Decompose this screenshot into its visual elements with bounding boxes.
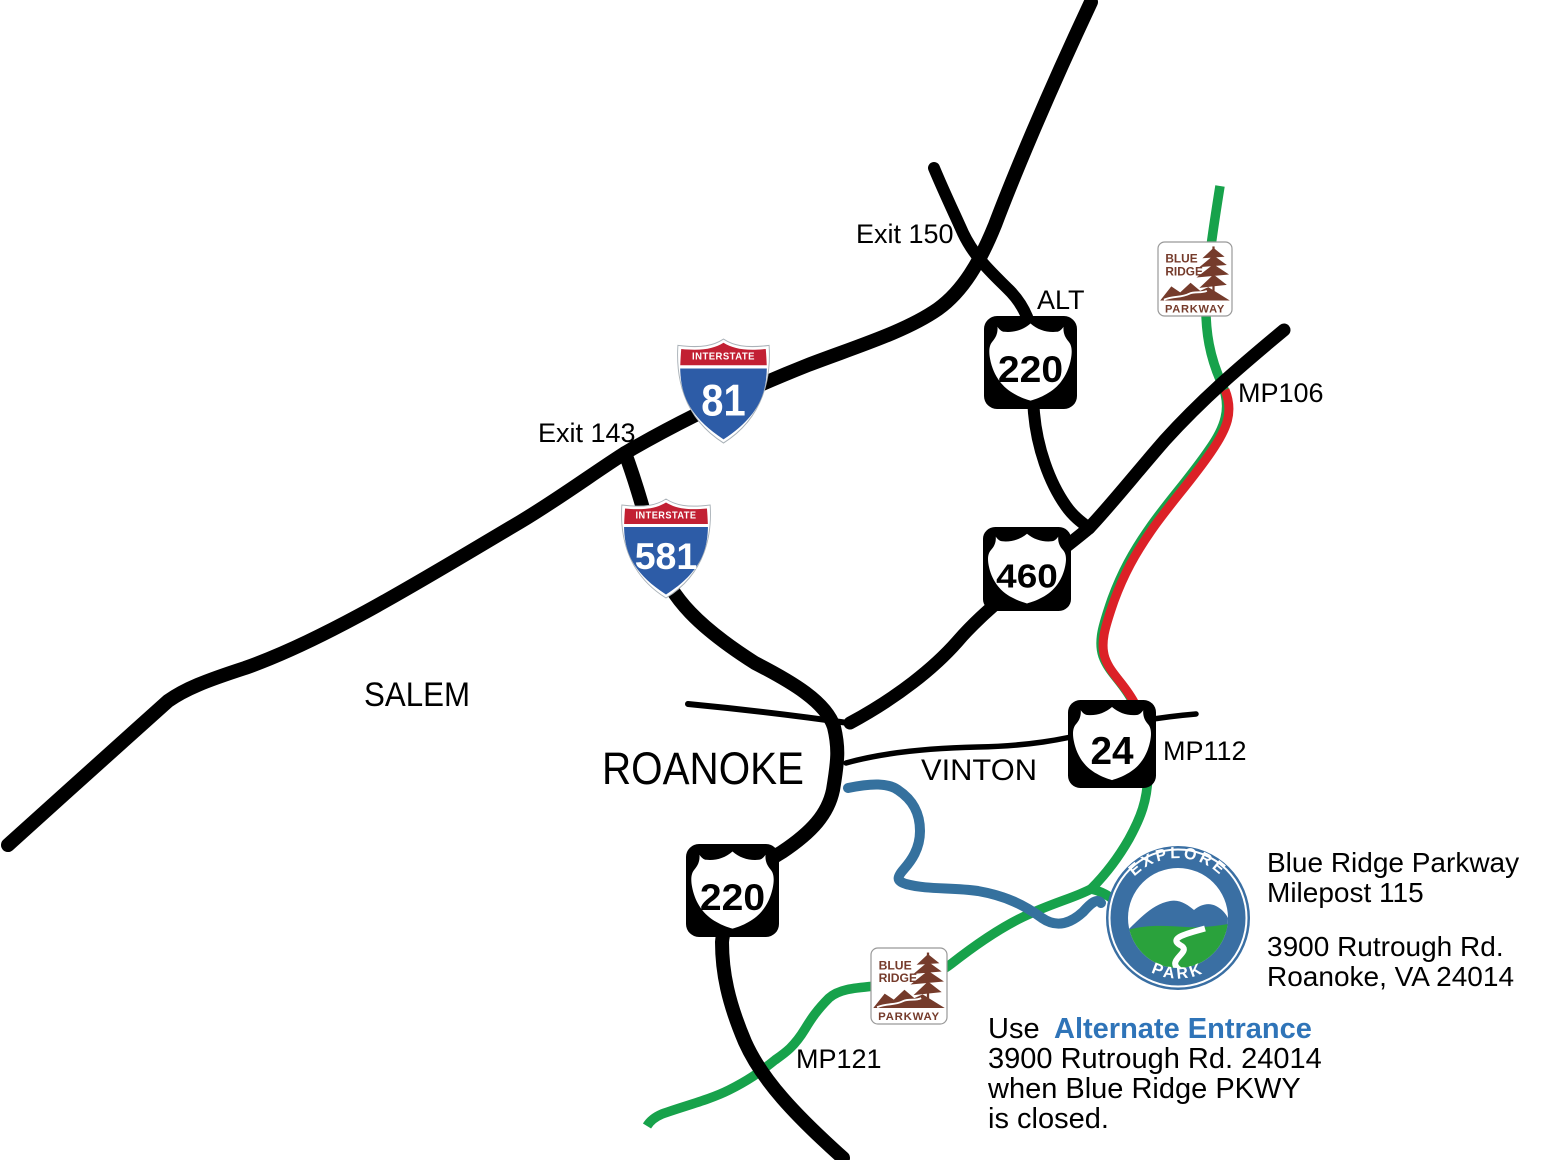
label-mp121: MP121 <box>796 1044 882 1074</box>
blue-ridge-parkway-logo-north: BLUE RIDGE PARKWAY <box>1157 241 1233 317</box>
note-line3: when Blue Ridge PKWY <box>987 1073 1301 1105</box>
i81-shield-red-band <box>680 342 767 366</box>
brp-word-ridge: RIDGE <box>879 971 918 985</box>
us220-shield-crest <box>691 851 774 929</box>
i581-banner-label: INTERSTATE <box>636 510 697 521</box>
callout-line3: 3900 Rutrough Rd. <box>1267 931 1504 962</box>
brp-word-blue: BLUE <box>1165 252 1197 266</box>
brp-mountain-road <box>1163 289 1208 301</box>
brp-mountain-road <box>876 997 922 1009</box>
us220-number: 220 <box>700 876 765 918</box>
explore-park-callout: Blue Ridge Parkway Milepost 115 3900 Rut… <box>1267 847 1519 992</box>
i581-shield-blue-body <box>624 527 708 595</box>
label-roanoke: ROANOKE <box>602 743 804 794</box>
shield-i81: INTERSTATE 81 <box>677 338 770 444</box>
note-line2: 3900 Rutrough Rd. 24014 <box>988 1043 1322 1075</box>
shield-us460: 460 <box>983 527 1071 611</box>
va24-shield-crest <box>1073 707 1151 781</box>
brp-word-blue: BLUE <box>879 958 912 972</box>
callout-line2: Milepost 115 <box>1267 877 1424 908</box>
brp-banner-parkway: PARKWAY <box>1165 303 1225 315</box>
explore-park-mountains <box>1128 900 1228 932</box>
i581-number: 581 <box>635 536 698 578</box>
us460-shield-crest <box>988 533 1066 604</box>
brp-word-ridge: RIDGE <box>1165 264 1203 278</box>
i81-number: 81 <box>701 376 745 425</box>
label-mp112: MP112 <box>1163 736 1247 766</box>
alternate-entrance-note: Use Alternate Entrance 3900 Rutrough Rd.… <box>987 1013 1322 1135</box>
label-salem: SALEM <box>364 676 470 714</box>
explore-park-logo: EXPLORE PARK <box>1106 845 1250 990</box>
us220alt-shield-crest <box>989 323 1072 401</box>
road-mp106-connector <box>1082 323 1291 535</box>
i81-banner-label: INTERSTATE <box>692 351 755 363</box>
us220alt-number: 220 <box>998 348 1063 390</box>
us460-number: 460 <box>996 558 1058 595</box>
va24-number: 24 <box>1090 730 1134 773</box>
shield-i581: INTERSTATE 581 <box>621 498 711 599</box>
note-highlight: Alternate Entrance <box>1054 1013 1312 1045</box>
shield-va24: 24 <box>1068 700 1156 788</box>
shield-us220-alt: 220 <box>984 316 1077 409</box>
road-local-west <box>685 701 858 727</box>
brp-tree-icon <box>910 954 944 996</box>
callout-line1: Blue Ridge Parkway <box>1267 847 1519 878</box>
road-i581-us220 <box>618 446 850 1160</box>
explore-park-arc-bottom-label: PARK <box>1149 960 1206 983</box>
shield-us220: 220 <box>686 844 779 937</box>
explore-park-pinstripe <box>1108 848 1248 988</box>
label-exit-143: Exit 143 <box>538 418 636 448</box>
note-line4: is closed. <box>988 1103 1109 1135</box>
blue-ridge-parkway-logo-south: BLUE RIDGE PARKWAY <box>870 947 948 1025</box>
label-alt: ALT <box>1037 285 1085 315</box>
i81-shield-blue-body <box>680 368 767 440</box>
label-vinton: VINTON <box>921 754 1037 787</box>
alternate-route-blue-line <box>843 779 1106 929</box>
brp-tree-icon <box>1196 247 1230 288</box>
explore-park-trail <box>1172 925 1206 968</box>
i581-shield-red-band <box>624 502 708 524</box>
label-mp106: MP106 <box>1238 378 1324 408</box>
label-exit-150: Exit 150 <box>856 219 954 249</box>
callout-line4: Roanoke, VA 24014 <box>1267 961 1514 992</box>
note-use-word: Use <box>988 1013 1040 1045</box>
brp-banner-parkway: PARKWAY <box>878 1011 940 1023</box>
